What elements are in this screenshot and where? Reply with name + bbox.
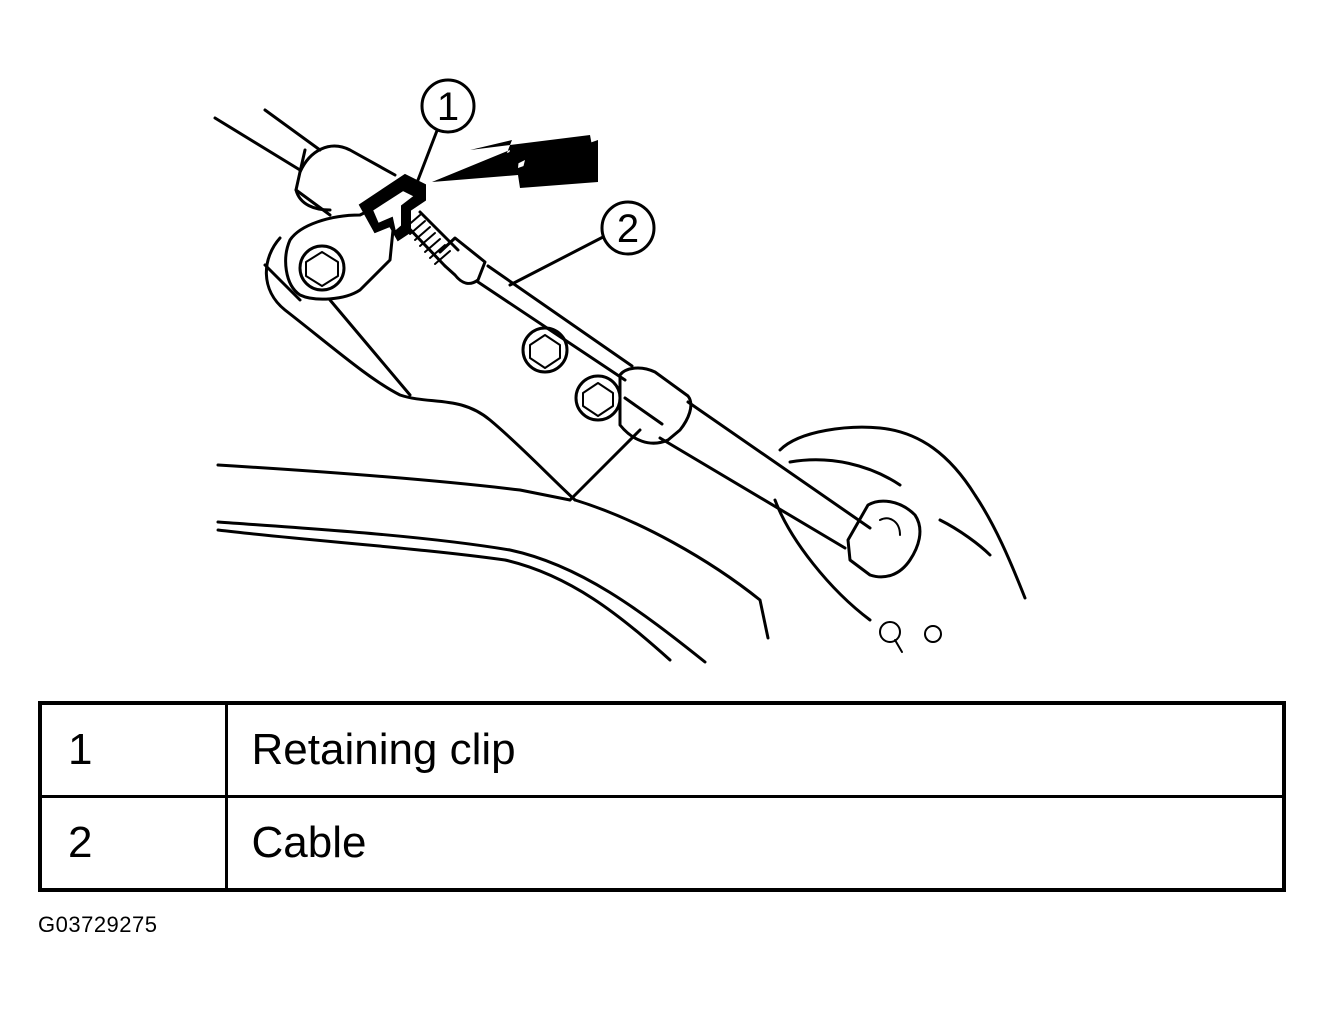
legend-description: Cable (224, 795, 1286, 892)
legend-number: 1 (38, 701, 228, 798)
frame-outline (213, 108, 770, 664)
legend-description: Retaining clip (224, 701, 1286, 798)
callout-2-label: 2 (617, 207, 639, 251)
callout-2: 2 (508, 200, 656, 287)
figure-id: G03729275 (38, 912, 158, 937)
cable-spring (401, 210, 460, 268)
lever-plate (773, 425, 1027, 653)
callout-1: 1 (416, 78, 476, 182)
legend-row: 1 Retaining clip (38, 701, 1286, 798)
cable-guide (294, 144, 397, 212)
arrow-icon (432, 135, 598, 188)
mounting-bracket (284, 203, 397, 301)
parking-brake-cable-illustration: 1 2 (213, 78, 1027, 664)
callout-1-label: 1 (437, 85, 459, 129)
cable-bolts (521, 326, 622, 422)
legend-table: 1 Retaining clip 2 Cable (38, 701, 1286, 892)
legend-row: 2 Cable (38, 795, 1286, 892)
legend-number: 2 (38, 795, 228, 892)
cable (438, 236, 922, 579)
